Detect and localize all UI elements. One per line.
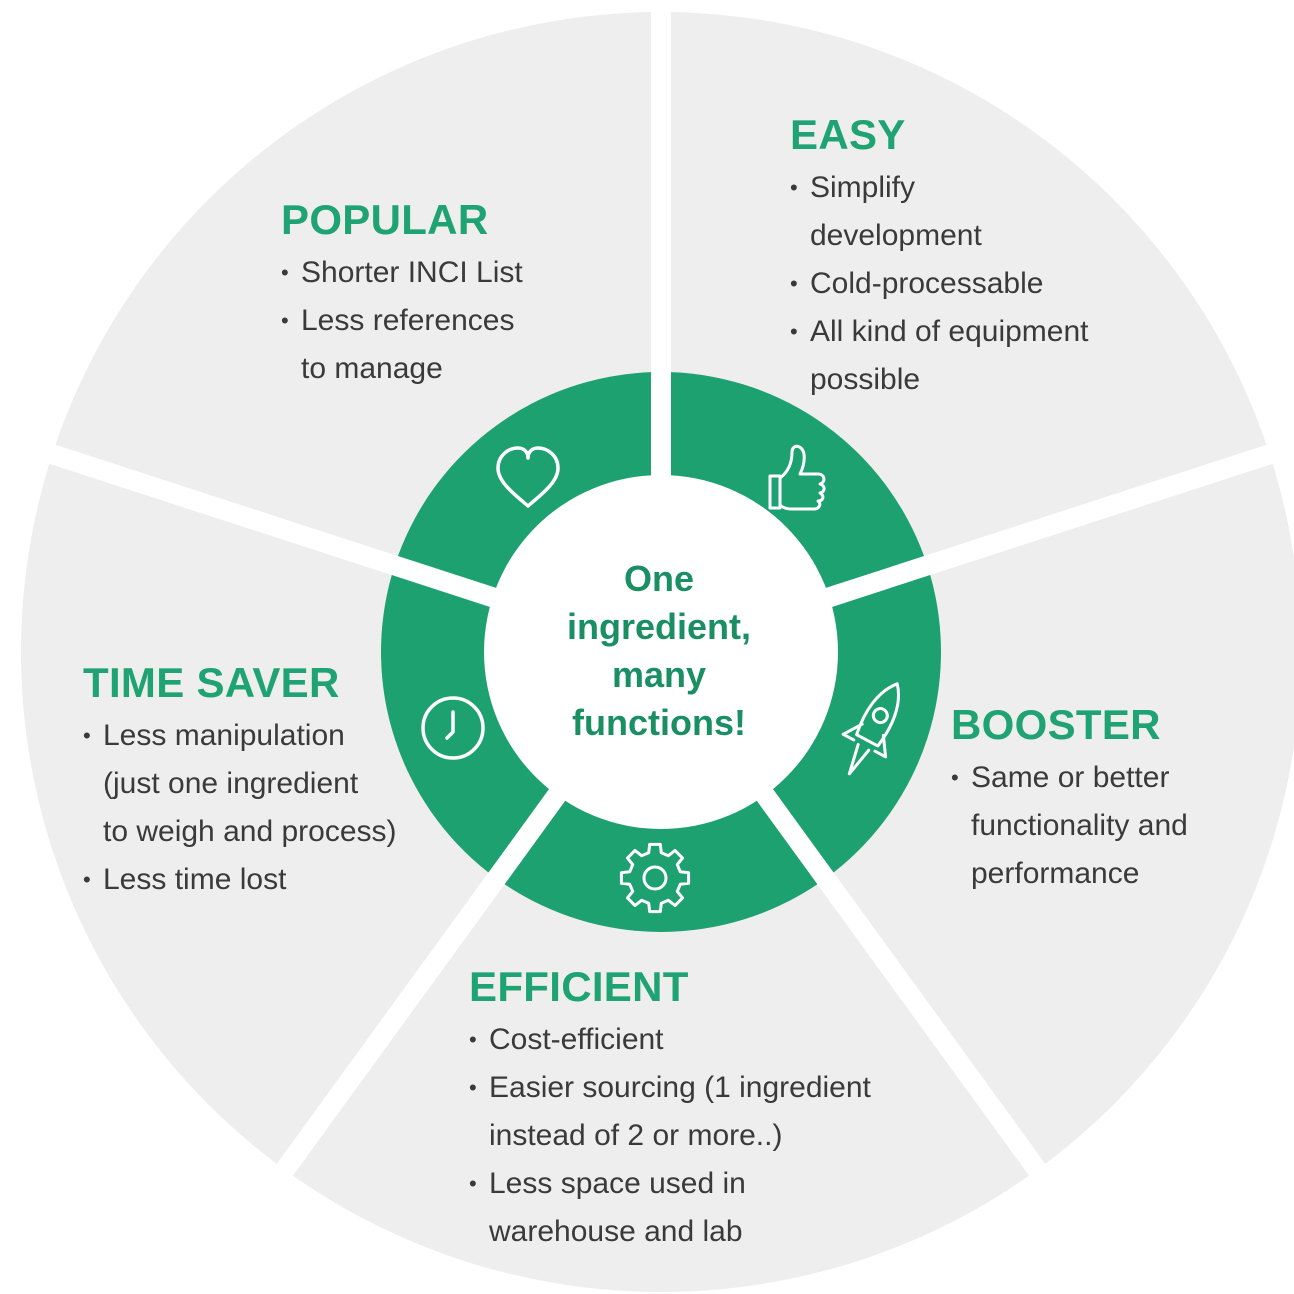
easy-section: EASY Simplify development Cold-processab… bbox=[790, 112, 1089, 404]
list-item: Simplify development bbox=[790, 164, 1089, 260]
center-line: ingredient, bbox=[566, 606, 751, 647]
list-item: Easier sourcing (1 ingredient instead of… bbox=[469, 1064, 871, 1160]
time-saver-title: TIME SAVER bbox=[83, 659, 340, 706]
list-item: Less references to manage bbox=[281, 297, 523, 393]
ring-segment-booster bbox=[768, 575, 942, 873]
list-item: Same or better functionality and perform… bbox=[951, 754, 1188, 898]
clock-icon bbox=[421, 696, 485, 760]
efficient-section: EFFICIENT Cost-efficient Easier sourcing… bbox=[469, 964, 871, 1256]
time-saver-list: Less manipulation (just one ingredient t… bbox=[83, 712, 397, 904]
ring-segment-efficient bbox=[504, 795, 818, 932]
ring-segment-popular bbox=[397, 372, 652, 591]
heart-icon bbox=[496, 446, 560, 508]
list-item: Shorter INCI List bbox=[281, 249, 523, 297]
time-saver-section: TIME SAVER Less manipulation (just one i… bbox=[83, 659, 397, 905]
booster-title: BOOSTER bbox=[951, 701, 1161, 748]
thumbs-up-icon bbox=[768, 444, 826, 511]
center-tagline: One ingredient, many functions! bbox=[516, 555, 802, 747]
easy-title: EASY bbox=[790, 111, 906, 158]
popular-list: Shorter INCI List Less references to man… bbox=[281, 249, 523, 393]
center-line: many bbox=[611, 654, 707, 695]
easy-list: Simplify development Cold-processable Al… bbox=[790, 164, 1089, 404]
booster-section: BOOSTER Same or better functionality and… bbox=[951, 702, 1188, 898]
efficient-title: EFFICIENT bbox=[469, 963, 689, 1010]
ring-segment-easy bbox=[670, 372, 925, 591]
list-item: Less time lost bbox=[83, 856, 397, 904]
efficient-list: Cost-efficient Easier sourcing (1 ingred… bbox=[469, 1016, 871, 1256]
center-line: functions! bbox=[572, 702, 746, 743]
list-item: Less manipulation (just one ingredient t… bbox=[83, 712, 397, 856]
rocket-icon bbox=[841, 682, 900, 776]
list-item: Cost-efficient bbox=[469, 1016, 871, 1064]
list-item: Cold-processable bbox=[790, 260, 1089, 308]
gear-icon bbox=[619, 842, 691, 914]
list-item: Less space used in warehouse and lab bbox=[469, 1160, 871, 1256]
popular-section: POPULAR Shorter INCI List Less reference… bbox=[281, 197, 523, 393]
popular-title: POPULAR bbox=[281, 196, 489, 243]
list-item: All kind of equipment possible bbox=[790, 308, 1089, 404]
booster-list: Same or better functionality and perform… bbox=[951, 754, 1188, 898]
ring-segments bbox=[380, 372, 942, 932]
center-disc bbox=[484, 475, 838, 829]
ring-segment-time-saver bbox=[380, 575, 554, 873]
center-line: One bbox=[623, 558, 694, 599]
